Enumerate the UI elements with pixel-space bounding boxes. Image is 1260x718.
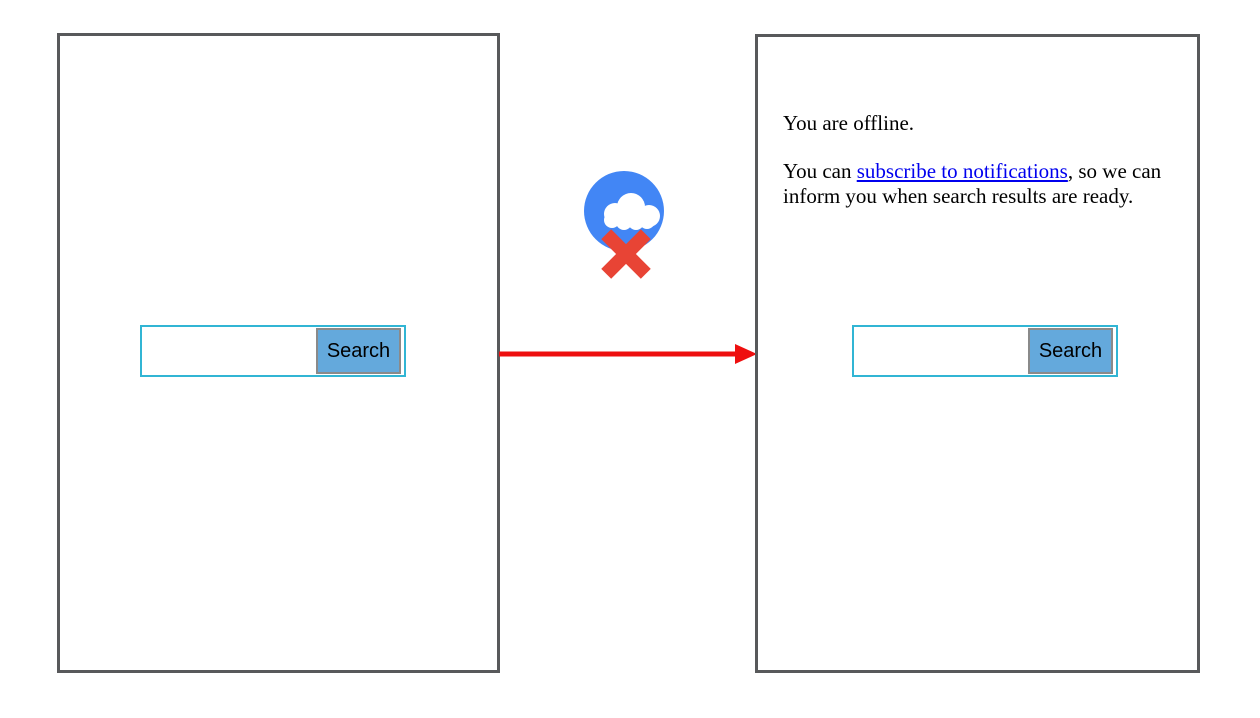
cloud-icon (604, 193, 660, 230)
subscribe-text-suffix: , so we can inform you when search resul… (783, 159, 1162, 208)
search-input[interactable] (142, 327, 312, 375)
subscribe-text-prefix: You can (783, 159, 857, 183)
subscribe-text: You can subscribe to notifications, so w… (783, 159, 1182, 209)
search-input[interactable] (854, 327, 1024, 375)
offline-status-text: You are offline. (783, 111, 915, 135)
browser-frame-before: Search (57, 33, 500, 673)
search-button[interactable]: Search (1028, 328, 1113, 374)
search-button[interactable]: Search (316, 328, 401, 374)
red-cross-icon (601, 229, 651, 279)
offline-message: You are offline. You can subscribe to no… (783, 111, 1182, 232)
subscribe-notifications-link[interactable]: subscribe to notifications (856, 159, 1068, 183)
search-bar: Search (140, 325, 406, 377)
arrow-right-icon (499, 344, 757, 364)
browser-frame-after: You are offline. You can subscribe to no… (755, 34, 1200, 673)
offline-cloud-icon (584, 171, 664, 279)
search-bar: Search (852, 325, 1118, 377)
